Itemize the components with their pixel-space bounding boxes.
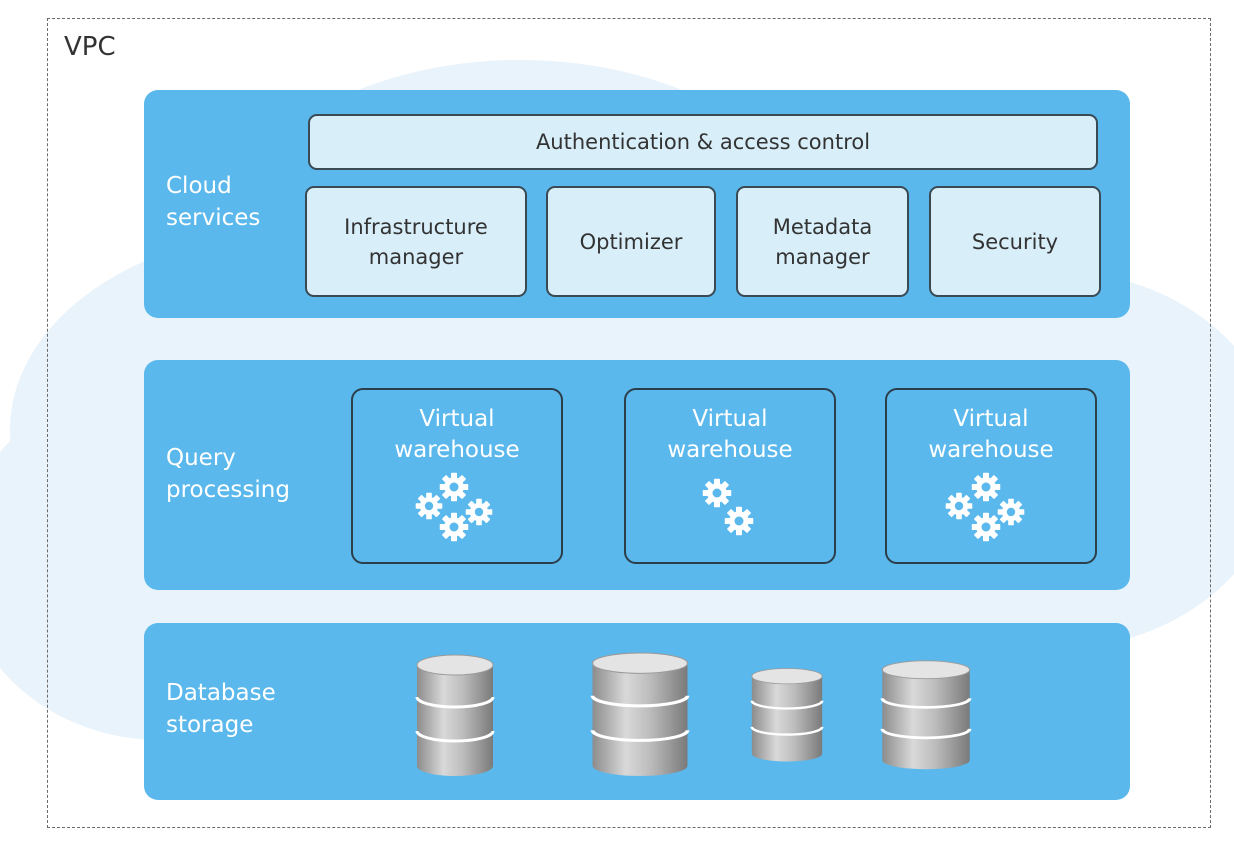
security-box: Security <box>929 186 1101 297</box>
database-icon <box>880 659 972 771</box>
infrastructure-manager-box: Infrastructure manager <box>305 186 527 297</box>
database-icon <box>590 651 690 778</box>
gears-icon <box>702 478 754 536</box>
virtual-warehouse-label: Virtual warehouse <box>928 406 1054 463</box>
cloud-services-layer: Cloud services Authentication & access c… <box>144 90 1130 318</box>
database-icon <box>750 667 824 763</box>
database-storage-label: Database storage <box>166 680 276 738</box>
database-icon <box>415 653 495 778</box>
gears-icon <box>945 472 1025 542</box>
virtual-warehouse-label: Virtual warehouse <box>667 406 793 463</box>
query-processing-layer: Query processing Virtual warehouse Virtu… <box>144 360 1130 590</box>
vpc-boundary <box>47 18 1211 828</box>
gears-icon <box>415 472 493 542</box>
cloud-services-label: Cloud services <box>166 173 261 231</box>
virtual-warehouse-3: Virtual warehouse <box>885 388 1097 564</box>
virtual-warehouse-label: Virtual warehouse <box>394 406 520 463</box>
vpc-label: VPC <box>64 32 116 62</box>
virtual-warehouse-1: Virtual warehouse <box>351 388 563 564</box>
optimizer-box: Optimizer <box>546 186 716 297</box>
virtual-warehouse-2: Virtual warehouse <box>624 388 836 564</box>
query-processing-label: Query processing <box>166 445 290 503</box>
metadata-manager-box: Metadata manager <box>736 186 909 297</box>
auth-access-control-box: Authentication & access control <box>308 114 1098 170</box>
database-storage-layer: Database storage <box>144 623 1130 800</box>
